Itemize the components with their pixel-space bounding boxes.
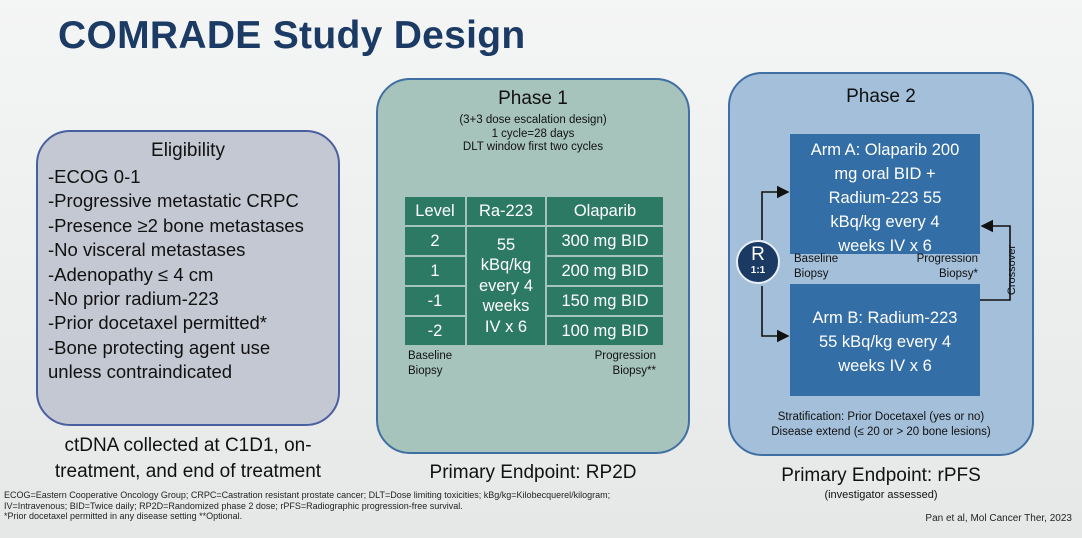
phase1-subtitle: (3+3 dose escalation design) 1 cycle=28 …: [378, 114, 688, 155]
stratification-note: Stratification: Prior Docetaxel (yes or …: [730, 410, 1032, 440]
biopsy-label: Biopsy: [408, 365, 443, 377]
ra223-dose-line: weeks: [482, 297, 530, 316]
column-header-olaparib: Olaparib: [545, 195, 665, 227]
randomization-letter: R: [751, 244, 765, 265]
ra223-dose-line: IV x 6: [484, 317, 528, 336]
level-cell: 2: [403, 225, 467, 257]
phase1-heading: Phase 1: [498, 88, 568, 109]
footnote-line: IV=Intravenous; BID=Twice daily; RP2D=Ra…: [4, 500, 463, 511]
eligibility-item: unless contraindicated: [48, 361, 233, 383]
arm-a-line: kBq/kg every 4: [830, 213, 940, 231]
olaparib-dose-cell: 300 mg BID: [545, 225, 665, 257]
phase2-endpoint-note: (investigator assessed): [824, 489, 938, 501]
citation: Pan et al, Mol Cancer Ther, 2023: [925, 513, 1072, 524]
level-cell: -2: [403, 315, 467, 347]
biopsy-label: Biopsy: [794, 268, 829, 280]
eligibility-item: -Adenopathy ≤ 4 cm: [48, 263, 214, 285]
eligibility-item: -Prior docetaxel permitted*: [48, 312, 268, 334]
biopsy-label: Biopsy**: [612, 365, 656, 377]
baseline-label: Baseline: [408, 350, 453, 362]
phase1-box: Phase 1 (3+3 dose escalation design) 1 c…: [376, 78, 690, 454]
olaparib-dose-cell: 100 mg BID: [545, 315, 665, 347]
phase2-heading: Phase 2: [846, 86, 916, 107]
slide-title: COMRADE Study Design: [58, 14, 526, 57]
phase1-dlt: DLT window first two cycles: [462, 141, 604, 153]
arm-a-line: Arm A: Olaparib 200: [810, 141, 960, 159]
arrow-to-arm-b: [761, 286, 790, 343]
phase2-baseline-biopsy: Baseline Biopsy: [794, 252, 838, 282]
phase2-endpoint: Primary Endpoint: rPFS: [781, 465, 981, 486]
crossover-label: Crossover: [1006, 244, 1018, 296]
ctdna-line: ctDNA collected at C1D1, on-: [64, 435, 312, 456]
ctdna-line: treatment, and end of treatment: [54, 461, 322, 482]
ctdna-note: ctDNA collected at C1D1, on- treatment, …: [36, 433, 340, 485]
eligibility-item: -ECOG 0-1: [48, 166, 141, 187]
progression-label: Progression: [916, 253, 978, 265]
phase1-baseline-biopsy: Baseline Biopsy: [408, 349, 452, 379]
column-header-level: Level: [403, 195, 467, 227]
arm-a-line: Radium-223 55: [828, 189, 942, 207]
table-row: -1 150 mg BID: [403, 285, 665, 317]
ra223-dose-line: every 4: [478, 276, 534, 295]
ra223-dose-line: kBq/kg: [480, 256, 532, 275]
eligibility-item: -Presence ≥2 bone metastases: [48, 214, 304, 236]
stratification-line: Disease extend (≤ 20 or > 20 bone lesion…: [771, 426, 991, 438]
olaparib-dose-cell: 150 mg BID: [545, 285, 665, 317]
level-cell: -1: [403, 285, 467, 317]
phase2-arrows: [761, 185, 1011, 343]
eligibility-item: -No visceral metastases: [48, 239, 246, 261]
footnote-line: *Prior docetaxel permitted in any diseas…: [4, 511, 243, 522]
eligibility-item: -Bone protecting agent use: [48, 336, 271, 358]
footnote-line: ECOG=Eastern Cooperative Oncology Group;…: [4, 490, 611, 500]
table-row: -2 100 mg BID: [403, 315, 665, 347]
level-cell: 1: [403, 255, 467, 287]
column-header-ra223: Ra-223: [465, 195, 547, 227]
phase1-cycle: 1 cycle=28 days: [491, 127, 575, 140]
eligibility-item: -Progressive metastatic CRPC: [48, 190, 299, 212]
ra223-dose-cell: 55 kBq/kg every 4 weeks IV x 6: [465, 225, 547, 347]
dose-level-table: Level Ra-223 Olaparib 2 55 kBq/kg every …: [403, 195, 665, 347]
biopsy-label: Biopsy*: [939, 268, 978, 280]
phase2-box: Phase 2 Arm A: Olaparib 200 mg oral BID …: [728, 72, 1034, 456]
arm-a-line: weeks IV x 6: [838, 237, 932, 255]
eligibility-box: Eligibility -ECOG 0-1 -Progressive metas…: [36, 130, 340, 426]
ra223-dose-line: 55: [496, 235, 516, 254]
phase1-endpoint: Primary Endpoint: RP2D: [429, 462, 637, 483]
randomization-ratio: 1:1: [750, 265, 766, 276]
table-row: 2 55 kBq/kg every 4 weeks IV x 6 300 mg …: [403, 225, 665, 347]
stratification-line: Stratification: Prior Docetaxel (yes or …: [777, 411, 985, 423]
footnotes: ECOG=Eastern Cooperative Oncology Group;…: [4, 490, 610, 522]
table-header-row: Level Ra-223 Olaparib: [403, 195, 665, 227]
arm-b-line: weeks IV x 6: [838, 357, 932, 375]
arm-b-box: Arm B: Radium-223 55 kBq/kg every 4 week…: [790, 284, 980, 396]
progression-label: Progression: [594, 350, 656, 362]
crossover-arrow: [980, 219, 1011, 301]
arm-a-line: mg oral BID +: [834, 165, 936, 183]
eligibility-heading: Eligibility: [151, 140, 225, 161]
arm-b-line: 55 kBq/kg every 4: [818, 333, 952, 351]
eligibility-list: -ECOG 0-1 -Progressive metastatic CRPC -…: [48, 165, 304, 385]
olaparib-dose-cell: 200 mg BID: [545, 255, 665, 287]
table-row: 1 200 mg BID: [403, 255, 665, 287]
arm-a-box: Arm A: Olaparib 200 mg oral BID + Radium…: [790, 134, 980, 255]
eligibility-item: -No prior radium-223: [48, 288, 219, 310]
phase1-design: (3+3 dose escalation design): [459, 114, 607, 126]
baseline-label: Baseline: [794, 253, 839, 265]
randomization-node: R 1:1: [736, 240, 780, 284]
arm-b-line: Arm B: Radium-223: [812, 309, 958, 327]
phase1-progression-biopsy: Progression Biopsy**: [595, 349, 656, 379]
arrow-to-arm-a: [761, 185, 790, 240]
phase2-progression-biopsy: Progression Biopsy*: [917, 252, 978, 282]
